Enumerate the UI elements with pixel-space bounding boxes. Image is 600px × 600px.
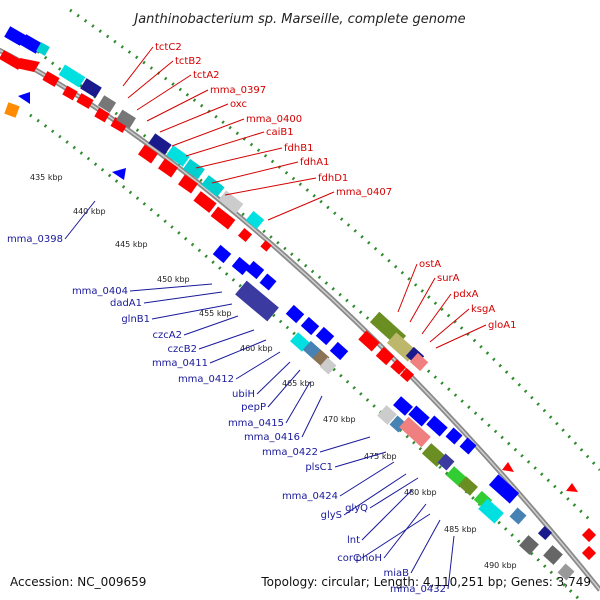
gene-label-forward: tctA2 bbox=[136, 70, 220, 111]
gene-name: czcA2 bbox=[153, 330, 182, 341]
gene-name: tctA2 bbox=[193, 70, 220, 81]
kbp-tick-label: 475 kbp bbox=[364, 452, 397, 461]
reverse-strand-features bbox=[18, 92, 575, 581]
map-title: Janthinobacterium sp. Marseille, complet… bbox=[131, 12, 465, 27]
gene-label-forward: surA bbox=[409, 273, 460, 323]
kbp-tick-labels: 435 kbp 440 kbp 445 kbp 450 kbp 455 kbp 460 k… bbox=[30, 173, 517, 570]
gene-name: tctC2 bbox=[155, 42, 182, 53]
gene-name: ksgA bbox=[471, 304, 495, 315]
gene-name: tctB2 bbox=[175, 56, 202, 67]
gene-label-forward: fdhB1 bbox=[195, 143, 313, 169]
gene-label-reverse: mma_0416 bbox=[244, 395, 323, 443]
kbp-tick-label: 435 kbp bbox=[30, 173, 63, 182]
gene-name: fdhB1 bbox=[284, 143, 313, 154]
gene-label-reverse: ubiH bbox=[232, 361, 291, 400]
gene-name: mma_0411 bbox=[152, 358, 208, 369]
gene-label-forward: fdhA1 bbox=[211, 157, 329, 184]
gene-label-forward: caiB1 bbox=[185, 127, 294, 157]
gene-label-reverse: czcA2 bbox=[153, 315, 239, 341]
kbp-tick-label: 455 kbp bbox=[199, 309, 232, 318]
kbp-tick-label: 445 kbp bbox=[115, 240, 148, 249]
gene-name: glnB1 bbox=[121, 314, 150, 325]
gene-name: czcB2 bbox=[168, 344, 197, 355]
gene-name: dadA1 bbox=[110, 298, 142, 309]
gene-label-reverse: glyS bbox=[321, 473, 407, 521]
gene-name: mma_0407 bbox=[336, 187, 392, 198]
gene-label-forward: mma_0407 bbox=[267, 187, 392, 221]
kbp-tick-label: 440 kbp bbox=[73, 207, 106, 216]
gene-name: fdhD1 bbox=[318, 173, 348, 184]
gene-name: mma_0415 bbox=[228, 418, 284, 429]
gene-name: pepP bbox=[241, 402, 266, 413]
forward-strand-features bbox=[0, 26, 597, 561]
gene-name: phoH bbox=[356, 553, 382, 564]
gene-label-reverse: mma_0412 bbox=[178, 351, 281, 385]
kbp-tick-label: 460 kbp bbox=[240, 344, 273, 353]
gene-label-forward: mma_0397 bbox=[146, 85, 266, 122]
gene-label-reverse: glnB1 bbox=[121, 303, 233, 325]
gene-label-reverse: pepP bbox=[241, 369, 301, 413]
gene-name: mma_0424 bbox=[282, 491, 338, 502]
gene-label-forward: pdxA bbox=[421, 289, 479, 335]
gene-label-reverse: plsC1 bbox=[305, 451, 387, 473]
gene-name: caiB1 bbox=[266, 127, 294, 138]
gene-name: mma_0432 bbox=[390, 584, 446, 595]
gene-label-forward: mma_0400 bbox=[171, 114, 302, 147]
gene-name: gloA1 bbox=[488, 320, 516, 331]
kbp-tick-label: 490 kbp bbox=[484, 561, 517, 570]
gene-label-forward: tctB2 bbox=[127, 56, 202, 99]
gene-label-reverse: mma_0398 bbox=[7, 200, 96, 245]
genome-backbone bbox=[0, 47, 600, 592]
kbp-tick-label: 485 kbp bbox=[444, 525, 477, 534]
gene-label-reverse: miaB bbox=[383, 519, 441, 579]
gene-label-reverse: mma_0404 bbox=[72, 283, 213, 297]
gene-name: ubiH bbox=[232, 389, 255, 400]
gene-label-reverse: lnt bbox=[347, 489, 413, 546]
gene-name: pdxA bbox=[453, 289, 479, 300]
gene-label-reverse: phoH bbox=[356, 503, 427, 564]
kbp-tick-label: 465 kbp bbox=[282, 379, 315, 388]
kbp-tick-label: 470 kbp bbox=[323, 415, 356, 424]
gene-name: lnt bbox=[347, 535, 360, 546]
gene-name: oxc bbox=[230, 99, 247, 110]
gene-label-forward: gloA1 bbox=[435, 320, 516, 349]
gene-name: mma_0404 bbox=[72, 286, 128, 297]
gene-label-reverse: dadA1 bbox=[110, 291, 223, 309]
gene-name: glyS bbox=[321, 510, 342, 521]
gene-label-reverse: mma_0424 bbox=[282, 461, 395, 502]
gene-label-reverse: mma_0422 bbox=[262, 436, 371, 458]
gene-label-reverse: czcB2 bbox=[168, 329, 255, 355]
gene-label-reverse: mma_0411 bbox=[152, 339, 267, 369]
gene-name: fdhA1 bbox=[300, 157, 329, 168]
gene-label-forward: ostA bbox=[397, 259, 441, 313]
gene-name: mma_0400 bbox=[246, 114, 302, 125]
gene-name: mma_0416 bbox=[244, 432, 300, 443]
gene-name: glyQ bbox=[345, 503, 368, 514]
gene-label-forward: tctC2 bbox=[122, 42, 182, 87]
gene-label-reverse: glyQ bbox=[345, 477, 419, 514]
gene-label-forward: ksgA bbox=[429, 304, 495, 343]
gene-label-reverse: corC bbox=[337, 513, 431, 564]
gene-label-forward: oxc bbox=[159, 99, 247, 133]
gene-name: surA bbox=[437, 273, 460, 284]
gene-label-reverse: mma_0432 bbox=[390, 535, 455, 595]
kbp-tick-label: 480 kbp bbox=[404, 488, 437, 497]
genome-info-label: Topology: circular; Length: 4,110,251 bp… bbox=[260, 575, 591, 589]
gene-label-reverse: mma_0415 bbox=[228, 381, 311, 429]
gene-name: corC bbox=[337, 553, 360, 564]
kbp-tick-label: 450 kbp bbox=[157, 275, 190, 284]
gene-label-forward: fdhD1 bbox=[224, 173, 348, 196]
gene-name: ostA bbox=[419, 259, 441, 270]
gene-name: mma_0422 bbox=[262, 447, 318, 458]
gene-name: mma_0398 bbox=[7, 234, 63, 245]
gene-name: mma_0397 bbox=[210, 85, 266, 96]
gene-name: mma_0412 bbox=[178, 374, 234, 385]
accession-label: Accession: NC_009659 bbox=[10, 575, 146, 589]
gene-name: plsC1 bbox=[305, 462, 333, 473]
gene-name: miaB bbox=[383, 568, 409, 579]
